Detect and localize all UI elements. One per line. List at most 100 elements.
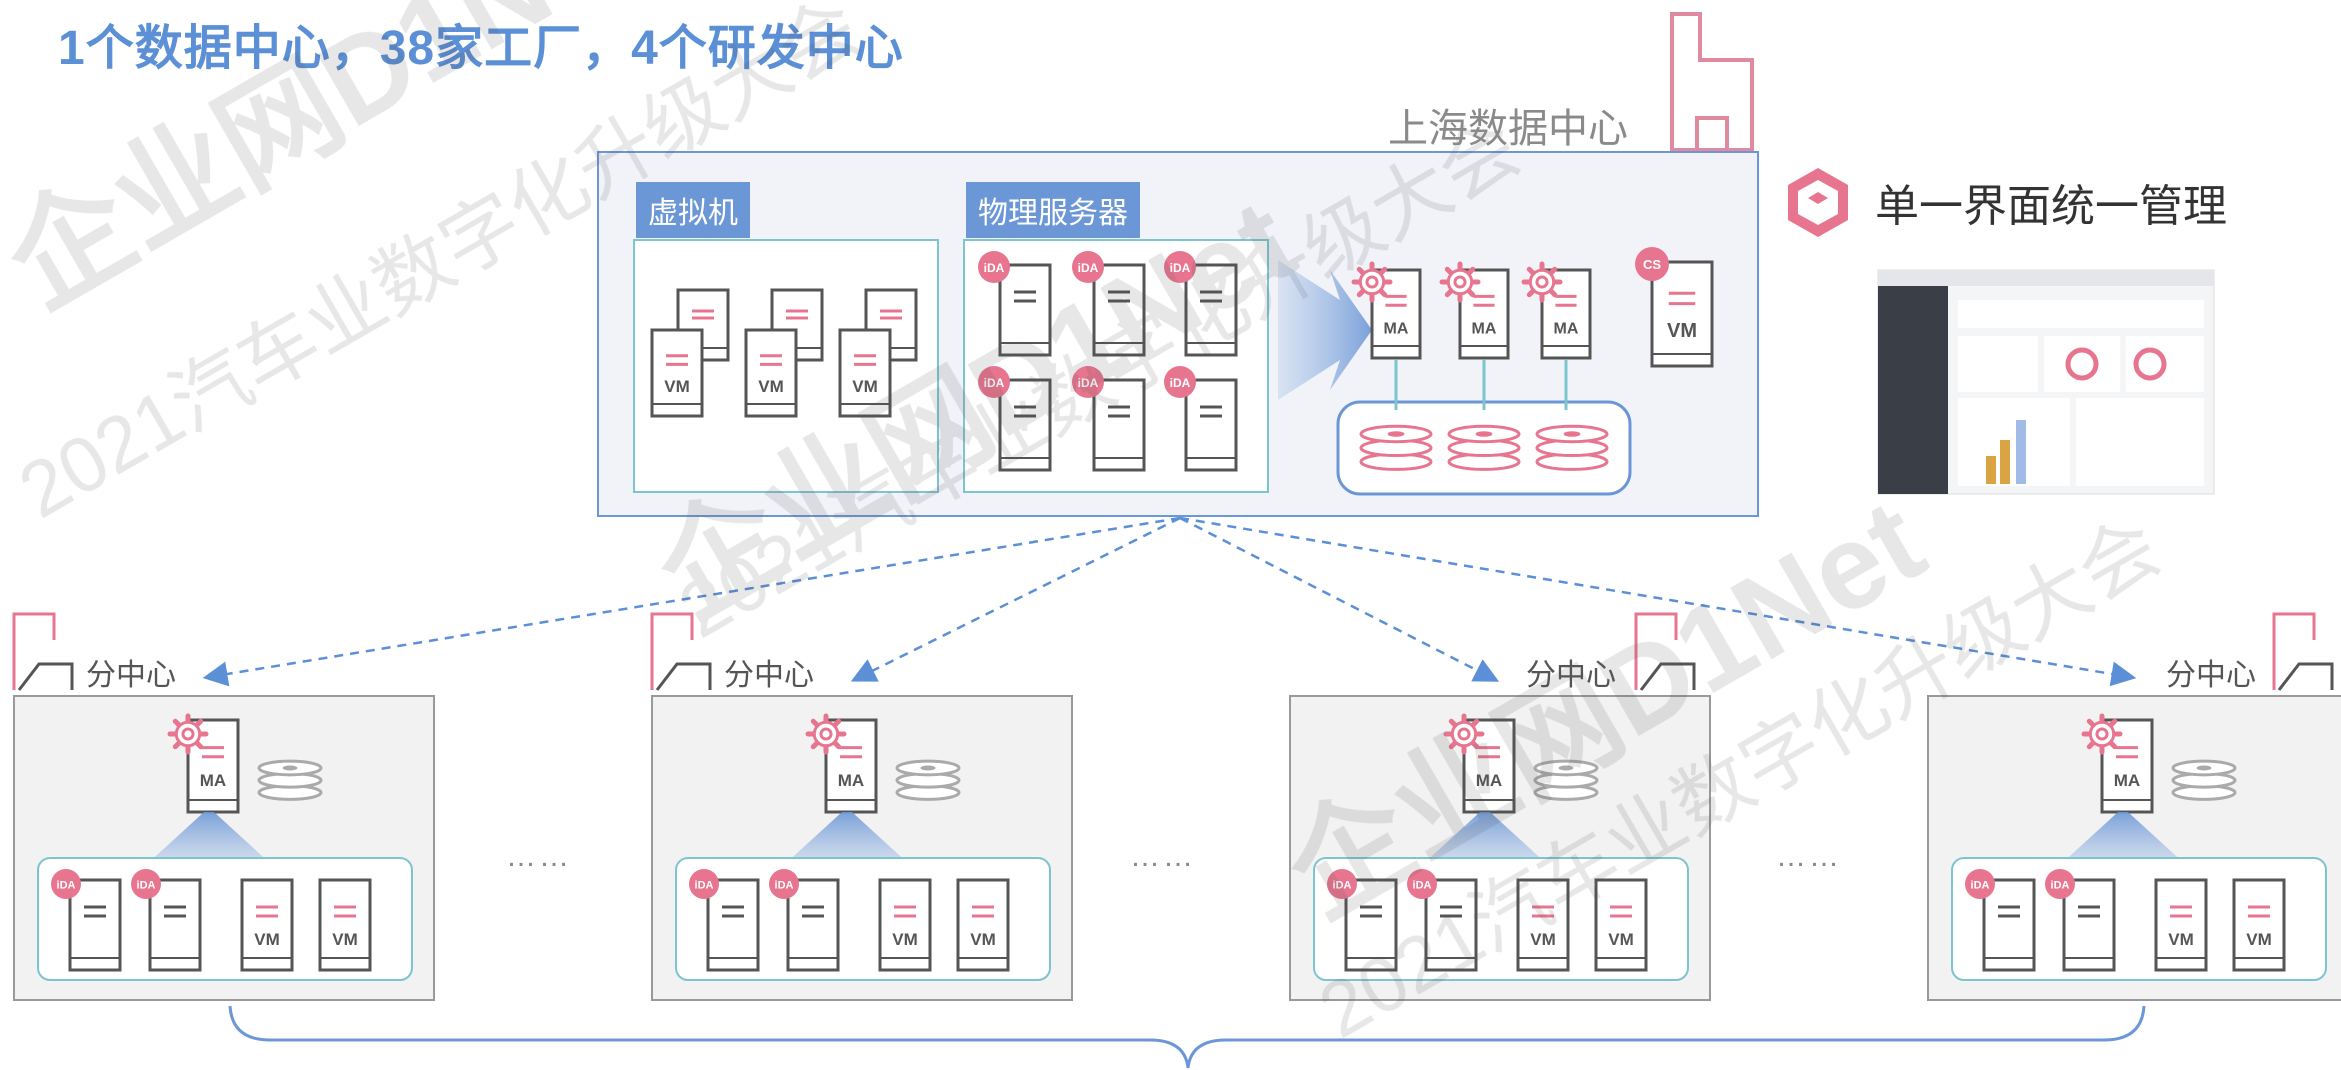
branch-building-icon: [12, 612, 74, 691]
vm-server-icon: VM: [878, 878, 932, 972]
gear-icon: [1439, 261, 1481, 303]
vm-server-icon: VM: [838, 328, 892, 418]
ma-server-icon: MA: [2100, 718, 2154, 814]
vm-server-icon: VM: [744, 328, 798, 418]
branch-building-icon: [1634, 612, 1696, 691]
vm-server-icon: VM: [318, 878, 372, 972]
gear-icon: [805, 713, 847, 755]
badge-text: iDA: [984, 376, 1005, 390]
physical-box-title: 物理服务器: [966, 182, 1140, 238]
vm-server-icon: VM: [1516, 878, 1570, 972]
gear-icon: [2081, 713, 2123, 755]
server-tag: VM: [2246, 930, 2272, 949]
server-tag: VM: [254, 930, 280, 949]
server-tag: MA: [1554, 320, 1579, 337]
server-tag: VM: [332, 930, 358, 949]
server-tag: MA: [200, 771, 226, 790]
ida-badge: iDA: [51, 869, 81, 899]
vm-server-icon: VM: [956, 878, 1010, 972]
server-tag: VM: [970, 930, 996, 949]
vm-box-title: 虚拟机: [636, 182, 750, 238]
badge-text: iDA: [1170, 376, 1191, 390]
server-icon: [998, 263, 1052, 357]
vm-server-icon: VM: [650, 328, 704, 418]
branch-disk-icon: [1533, 759, 1599, 801]
badge-text: iDA: [137, 880, 156, 892]
ida-badge: iDA: [1072, 366, 1104, 398]
server-icon: [148, 878, 202, 972]
ida-badge: iDA: [2045, 869, 2075, 899]
management-cube-icon: [1788, 168, 1848, 237]
ida-badge: iDA: [769, 869, 799, 899]
server-tag: MA: [838, 771, 864, 790]
branch-disk-icon: [2171, 759, 2237, 801]
badge-text: iDA: [775, 880, 794, 892]
badge-text: iDA: [1078, 376, 1099, 390]
gear-icon: [1443, 713, 1485, 755]
ida-badge: CS: [1635, 247, 1669, 281]
dashed-connectors: [202, 516, 2137, 687]
page-title: 1个数据中心，38家工厂，4个研发中心: [58, 22, 904, 75]
cluster-links: [1394, 360, 1568, 410]
management-label: 单一界面统一管理: [1875, 182, 2227, 231]
server-icon: [706, 878, 760, 972]
vm-server-icon: VM: [2154, 878, 2208, 972]
ida-badge: iDA: [1327, 869, 1357, 899]
branch-building-icon: [650, 612, 712, 691]
ida-badge: iDA: [978, 251, 1010, 283]
badge-text: iDA: [1413, 880, 1432, 892]
badge-text: iDA: [984, 261, 1005, 275]
branch-label-2: 分中心: [724, 659, 814, 692]
server-icon: [1092, 378, 1146, 472]
server-tag: VM: [1530, 930, 1556, 949]
server-tag: MA: [1384, 320, 1409, 337]
server-icon: [1092, 263, 1146, 357]
server-tag: VM: [852, 377, 878, 396]
vm-server-icon: VM: [1650, 260, 1714, 368]
building-icon: [1670, 12, 1754, 152]
server-tag: MA: [1476, 771, 1502, 790]
ma-server-icon: MA: [824, 718, 878, 814]
ida-badge: iDA: [978, 366, 1010, 398]
bottom-brace: [228, 1005, 2146, 1069]
ma-server-icon: MA: [1458, 268, 1510, 360]
branch-label-3: 分中心: [1526, 659, 1616, 692]
badge-text: iDA: [2051, 880, 2070, 892]
dashboard-thumbnail: [1877, 269, 2215, 495]
vm-server-icon: VM: [2232, 878, 2286, 972]
server-icon: [2062, 878, 2116, 972]
server-icon: [1424, 878, 1478, 972]
branch-disk-icon: [257, 759, 323, 801]
ida-badge: iDA: [1164, 366, 1196, 398]
ida-badge: iDA: [1072, 251, 1104, 283]
server-icon: [998, 378, 1052, 472]
storage-disk-icon: [1535, 424, 1609, 471]
badge-text: iDA: [1333, 880, 1352, 892]
gear-icon: [1521, 261, 1563, 303]
branch-building-icon: [2272, 612, 2334, 691]
datacenter-label: 上海数据中心: [1388, 107, 1628, 151]
badge-text: iDA: [57, 880, 76, 892]
ellipsis: ……: [1130, 840, 1196, 873]
ida-badge: iDA: [131, 869, 161, 899]
server-tag: VM: [1608, 930, 1634, 949]
branch-label-1: 分中心: [86, 659, 176, 692]
storage-disk-icon: [1447, 424, 1521, 471]
branch-disk-icon: [895, 759, 961, 801]
vm-server-icon: VM: [1594, 878, 1648, 972]
server-icon: [1184, 378, 1238, 472]
server-tag: VM: [2168, 930, 2194, 949]
server-icon: [68, 878, 122, 972]
server-icon: [1184, 263, 1238, 357]
ida-badge: iDA: [689, 869, 719, 899]
server-icon: [1344, 878, 1398, 972]
badge-text: iDA: [695, 880, 714, 892]
server-icon: [1982, 878, 2036, 972]
server-tag: MA: [2114, 771, 2140, 790]
server-icon: [786, 878, 840, 972]
server-tag: VM: [892, 930, 918, 949]
ida-badge: iDA: [1965, 869, 1995, 899]
server-tag: MA: [1472, 320, 1497, 337]
ellipsis: ……: [506, 840, 572, 873]
